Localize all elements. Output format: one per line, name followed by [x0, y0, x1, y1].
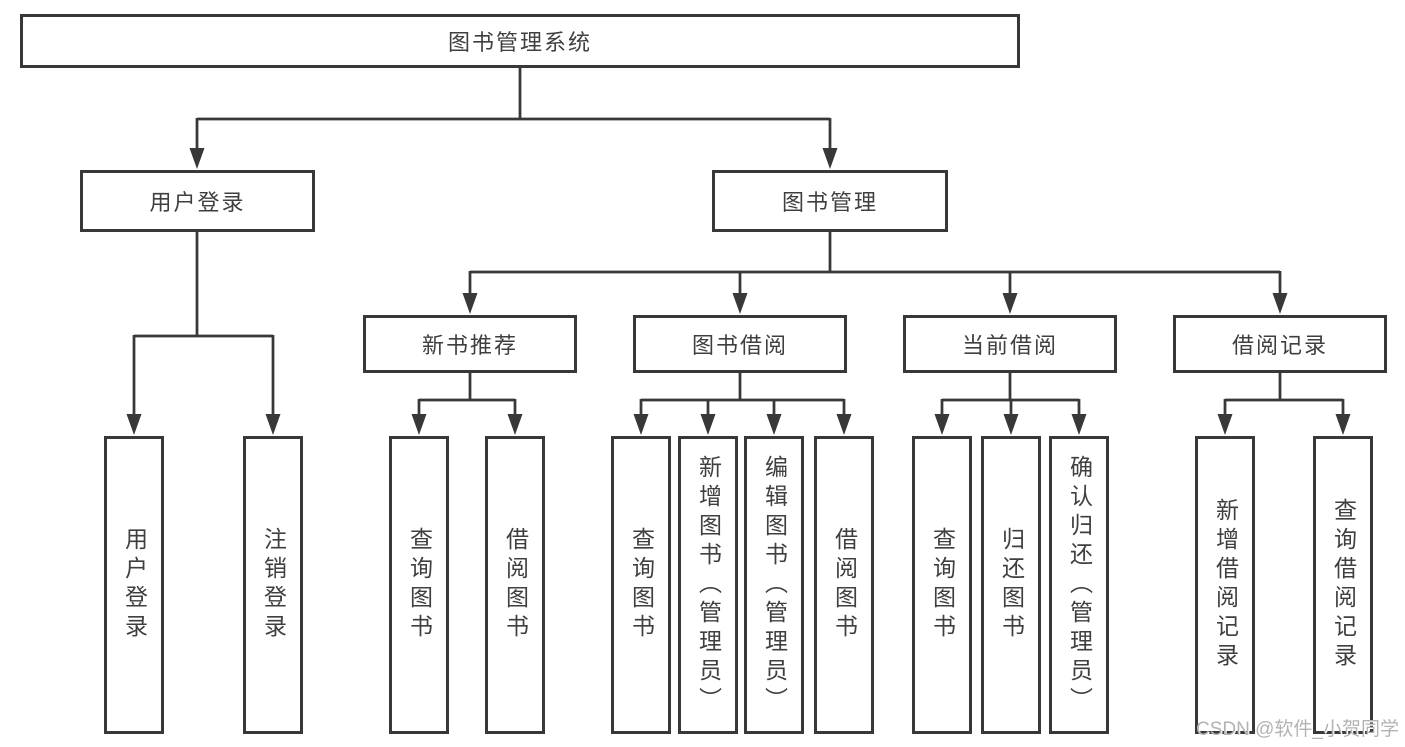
leaf-user-login: 用户登录	[104, 436, 164, 734]
node-label: 图书管理系统	[447, 30, 592, 55]
node-label: 借阅图书	[502, 527, 529, 643]
leaf-query-books-recommend: 查询图书	[389, 436, 449, 734]
arrowhead-icon	[1071, 414, 1087, 435]
node-label: 用户登录	[149, 190, 246, 215]
arrowhead-icon	[411, 414, 427, 435]
arrowhead-icon	[507, 414, 523, 435]
connector-book-management-to-children	[468, 231, 1282, 295]
leaf-borrow-books-borrowing: 借阅图书	[814, 436, 874, 734]
node-label: 新增图书（管理员）	[695, 454, 722, 716]
leaf-confirm-return-admin: 确认归还（管理员）	[1049, 436, 1109, 734]
node-label: 用户登录	[121, 527, 148, 643]
node-book-borrowing: 图书借阅	[633, 315, 847, 373]
node-user-login: 用户登录	[80, 170, 315, 232]
connector-borrowing-records-to-children	[1223, 372, 1345, 416]
node-label: 编辑图书（管理员）	[761, 454, 788, 716]
arrowhead-icon	[1335, 414, 1351, 435]
leaf-query-books-borrowing: 查询图书	[611, 436, 671, 734]
node-root: 图书管理系统	[20, 14, 1020, 68]
arrowhead-icon	[633, 414, 649, 435]
arrowhead-icon	[700, 414, 716, 435]
arrowhead-icon	[189, 148, 205, 169]
arrowhead-icon	[1002, 293, 1018, 314]
node-label: 图书管理	[781, 190, 878, 215]
node-label: 确认归还（管理员）	[1066, 454, 1093, 716]
arrowhead-icon	[265, 414, 281, 435]
leaf-query-books-current: 查询图书	[912, 436, 972, 734]
leaf-query-borrow-record: 查询借阅记录	[1313, 436, 1373, 734]
leaf-add-book-admin: 新增图书（管理员）	[678, 436, 738, 734]
arrowhead-icon	[462, 293, 478, 314]
node-book-management: 图书管理	[712, 170, 948, 232]
node-label: 新书推荐	[421, 333, 518, 358]
leaf-logout: 注销登录	[243, 436, 303, 734]
arrowhead-icon	[1003, 414, 1019, 435]
arrowhead-icon	[1217, 414, 1233, 435]
connector-current-borrowing-to-children	[940, 372, 1081, 416]
node-label: 查询图书	[406, 527, 433, 643]
node-label: 查询借阅记录	[1330, 498, 1357, 672]
watermark: CSDN @软件_小贺同学	[1196, 719, 1399, 740]
leaf-edit-book-admin: 编辑图书（管理员）	[744, 436, 804, 734]
arrowhead-icon	[1272, 293, 1288, 314]
node-label: 借阅记录	[1231, 333, 1328, 358]
connector-new-book-to-children	[417, 372, 517, 416]
leaf-add-borrow-record: 新增借阅记录	[1195, 436, 1255, 734]
leaf-return-books: 归还图书	[981, 436, 1041, 734]
arrowhead-icon	[732, 293, 748, 314]
connector-root-to-level2	[195, 68, 832, 150]
node-current-borrowing: 当前借阅	[903, 315, 1117, 373]
node-label: 借阅图书	[831, 527, 858, 643]
arrowhead-icon	[822, 148, 838, 169]
node-label: 查询图书	[929, 527, 956, 643]
node-label: 图书借阅	[691, 333, 788, 358]
connector-book-borrowing-to-children	[639, 372, 846, 416]
node-borrowing-records: 借阅记录	[1173, 315, 1387, 373]
node-new-book-recommend: 新书推荐	[363, 315, 577, 373]
arrowhead-icon	[836, 414, 852, 435]
node-label: 当前借阅	[961, 333, 1058, 358]
arrowhead-icon	[934, 414, 950, 435]
arrowhead-icon	[126, 414, 142, 435]
node-label: 注销登录	[260, 527, 287, 643]
connector-user-login-to-children	[132, 231, 275, 416]
node-label: 查询图书	[628, 527, 655, 643]
leaf-borrow-books-recommend: 借阅图书	[485, 436, 545, 734]
node-label: 新增借阅记录	[1212, 498, 1239, 672]
node-label: 归还图书	[998, 527, 1025, 643]
arrowhead-icon	[766, 414, 782, 435]
